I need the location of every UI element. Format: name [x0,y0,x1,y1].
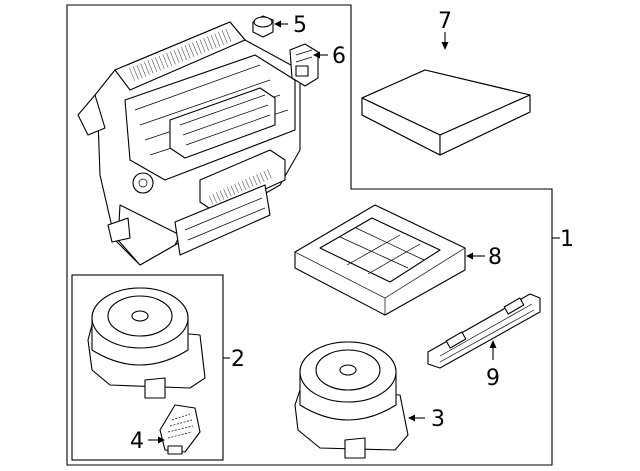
assembly-outline [66,4,553,466]
blower-motor-3-icon [294,341,409,459]
callout-5: 5 [293,13,307,38]
callout-4: 4 [130,429,144,454]
cover-icon [427,293,541,369]
callout-6: 6 [332,44,346,69]
callout-3: 3 [431,407,445,432]
mode-actuator-icon [289,43,319,87]
resistor-icon [159,404,201,455]
filter-icon [361,69,531,156]
callout-9: 9 [486,366,500,391]
callout-7: 7 [438,9,452,34]
callout-2: 2 [231,347,245,372]
actuator-icon [252,15,274,38]
blower-motor-icon [87,287,206,399]
callout-1: 1 [560,227,574,252]
hvac-housing-icon [77,21,301,266]
filter-frame-icon [294,204,466,316]
blower-kit-box [71,274,224,461]
callout-8: 8 [488,245,502,270]
